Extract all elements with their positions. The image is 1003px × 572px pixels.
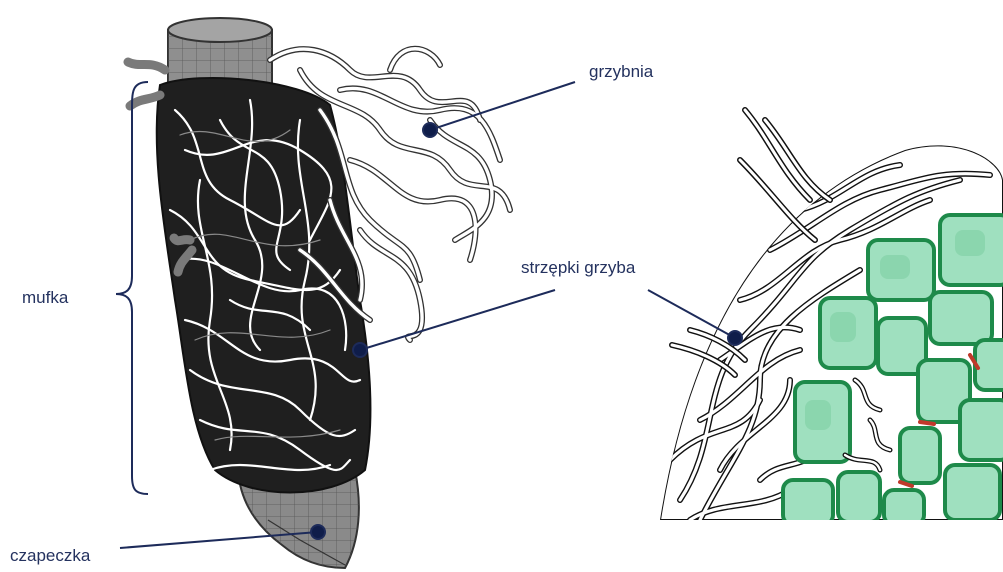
sheath-bracket (116, 82, 148, 494)
pointer-strzepki-left (353, 343, 367, 357)
root-illustration (128, 18, 510, 568)
pointer-czapeczka (311, 525, 325, 539)
label-strzepki-grzyba: strzępki grzyba (521, 258, 635, 278)
pointer-strzepki-right (728, 331, 742, 345)
label-mufka: mufka (22, 288, 68, 308)
label-czapeczka: czapeczka (10, 546, 90, 566)
pointer-grzybnia (423, 123, 437, 137)
label-grzybnia: grzybnia (589, 62, 653, 82)
leader-strzepki-left (360, 290, 555, 350)
